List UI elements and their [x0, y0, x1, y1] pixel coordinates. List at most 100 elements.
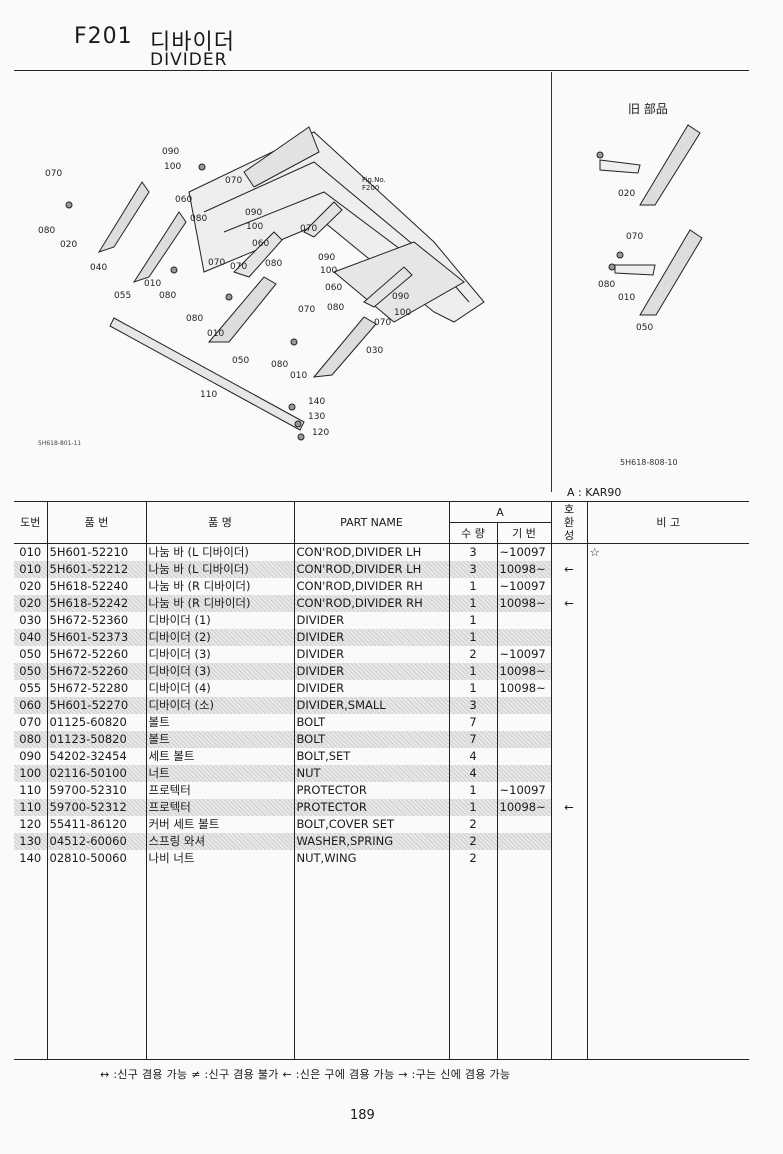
callout: 070 — [298, 305, 316, 315]
cell-ref-no: 090 — [19, 749, 42, 763]
cell-compat — [550, 629, 587, 646]
callout: 020 — [618, 189, 636, 199]
cell-part-no: 5H601-52212 — [46, 561, 146, 578]
col-header-compat: 호 환 성 — [550, 501, 587, 544]
cell-qty: 7 — [448, 731, 497, 748]
cell-compat — [550, 646, 587, 663]
cell-serial — [496, 765, 551, 782]
callout: 070 — [208, 258, 226, 268]
page-title-en: DIVIDER — [150, 50, 228, 70]
cell-remark — [586, 663, 749, 680]
cell-name-kr: 나눔 바 (L 디바이더) — [145, 543, 294, 561]
callout: 090 — [392, 292, 410, 302]
callout: 100 — [320, 266, 338, 276]
cell-part-name: DIVIDER — [293, 646, 449, 663]
cell-qty: 1 — [448, 782, 497, 799]
cell-serial: 10098~ — [496, 595, 551, 612]
cell-name-kr: 볼트 — [145, 731, 294, 748]
header-rule — [14, 70, 749, 71]
cell-ref-no: 140 — [19, 851, 42, 865]
cell-compat — [550, 612, 587, 629]
cell-qty: 2 — [448, 816, 497, 833]
col-header-serial: 기 번 — [496, 522, 551, 544]
cell-remark — [586, 595, 749, 612]
cell-name-kr: 디바이더 (2) — [145, 629, 294, 646]
cell-qty: 1 — [448, 663, 497, 680]
col-header-part-no: 품 번 — [46, 501, 146, 544]
cell-part-name: DIVIDER — [293, 680, 449, 697]
figure-ref-left: 5H618-801-11 — [38, 440, 82, 447]
cell-serial — [496, 850, 551, 867]
callout: 040 — [90, 263, 108, 273]
cell-part-name: DIVIDER — [293, 629, 449, 646]
compat-legend: ↔ :신구 겸용 가능 ≠ :신구 겸용 불가 ← :신은 구에 겸용 가능 →… — [100, 1068, 511, 1081]
cell-ref-no: 040 — [14, 629, 47, 646]
cell-part-name: PROTECTOR — [293, 782, 449, 799]
cell-remark — [586, 850, 749, 867]
cell-serial: 10098~ — [496, 799, 551, 816]
cell-serial: 10098~ — [496, 680, 551, 697]
cell-compat — [550, 833, 587, 850]
cell-compat — [550, 850, 587, 867]
callout: 070 — [300, 224, 318, 234]
cell-ref-no: 120 — [19, 817, 42, 831]
exploded-parts-diagram — [65, 126, 485, 441]
cell-name-kr: 볼트 — [145, 714, 294, 731]
cell-ref-no: 070 — [19, 715, 42, 729]
fig-no-label: Fig.No. F200 — [362, 176, 386, 192]
callout: 060 — [252, 239, 270, 249]
cell-ref-no: 060 — [14, 697, 47, 714]
cell-part-no: 02116-50100 — [46, 765, 146, 782]
cell-part-name: NUT,WING — [293, 850, 449, 867]
callout: 080 — [38, 226, 56, 236]
cell-ref-no: 050 — [14, 663, 47, 680]
cell-serial — [496, 833, 551, 850]
cell-remark — [586, 799, 749, 816]
cell-remark — [586, 765, 749, 782]
callout: 070 — [626, 232, 644, 242]
cell-part-no: 5H672-52360 — [46, 612, 146, 629]
cell-part-no: 59700-52310 — [46, 782, 146, 799]
vertical-separator — [551, 72, 552, 492]
page-title-kr: 디바이더 — [150, 30, 235, 55]
callout: 080 — [159, 291, 177, 301]
callout: 070 — [374, 318, 392, 328]
cell-part-no: 5H672-52260 — [46, 646, 146, 663]
cell-qty: 1 — [448, 612, 497, 629]
col-header-qty: 수 량 — [448, 522, 497, 544]
callout: 130 — [308, 412, 326, 422]
model-label: A : KAR90 — [567, 486, 622, 499]
cell-serial — [496, 714, 551, 731]
cell-part-name: BOLT,COVER SET — [293, 816, 449, 833]
cell-qty: 2 — [448, 833, 497, 850]
col-header-group-a: A — [448, 501, 551, 523]
cell-name-kr: 나눔 바 (L 디바이더) — [145, 561, 294, 578]
cell-serial — [496, 731, 551, 748]
cell-part-no: 54202-32454 — [46, 748, 146, 765]
callout: 080 — [186, 314, 204, 324]
cell-part-name: BOLT — [293, 731, 449, 748]
cell-compat — [550, 816, 587, 833]
cell-compat: ← — [550, 799, 587, 816]
cell-remark — [586, 833, 749, 850]
cell-serial — [496, 748, 551, 765]
cell-part-name: CON'ROD,DIVIDER LH — [293, 543, 449, 561]
cell-remark — [586, 646, 749, 663]
cell-part-no: 5H601-52373 — [46, 629, 146, 646]
callout: 030 — [366, 346, 384, 356]
cell-qty: 1 — [448, 629, 497, 646]
filler-cell — [586, 867, 749, 1060]
cell-qty: 4 — [448, 765, 497, 782]
cell-name-kr: 프로텍터 — [145, 799, 294, 816]
cell-compat — [550, 765, 587, 782]
cell-name-kr: 세트 볼트 — [145, 748, 294, 765]
cell-part-name: BOLT — [293, 714, 449, 731]
col-header-name-kr: 품 명 — [145, 501, 294, 544]
cell-part-no: 01125-60820 — [46, 714, 146, 731]
cell-part-name: PROTECTOR — [293, 799, 449, 816]
